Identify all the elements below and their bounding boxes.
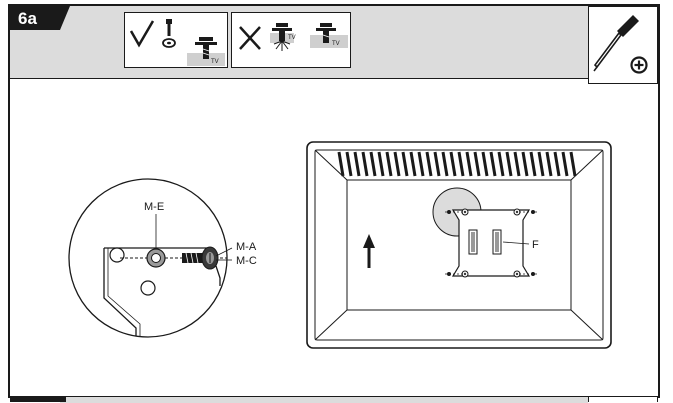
tv-mounted-screw-icon: TV bbox=[187, 37, 225, 66]
incorrect-usage-box: TV TV bbox=[231, 12, 351, 68]
header-divider bbox=[10, 78, 588, 79]
overtightened-screw-icon: TV bbox=[270, 23, 296, 51]
screw-washer-icon bbox=[162, 19, 176, 48]
vesa-bracket-f bbox=[445, 208, 537, 278]
up-arrow-icon bbox=[363, 234, 375, 268]
tool-box bbox=[588, 6, 658, 84]
step-number: 6a bbox=[18, 9, 37, 28]
washer-me bbox=[146, 248, 166, 268]
cross-icon bbox=[239, 26, 261, 50]
incorrect-usage-illustration: TV TV bbox=[239, 23, 348, 51]
next-step-band bbox=[60, 396, 588, 403]
label-ma: M-A bbox=[236, 241, 257, 253]
screwdriver-phillips-icon bbox=[593, 15, 648, 74]
detail-view: M-E M-A M-C bbox=[68, 178, 257, 338]
tv-vents bbox=[337, 151, 577, 177]
label-f: F bbox=[532, 239, 539, 251]
tv-tag: TV bbox=[332, 41, 340, 47]
step-tab bbox=[10, 6, 70, 30]
label-me: M-E bbox=[144, 201, 164, 213]
tv-tag: TV bbox=[288, 35, 296, 41]
next-step-tool-box bbox=[588, 396, 658, 402]
loose-screw-icon: TV bbox=[310, 23, 348, 48]
correct-usage-illustration: TV bbox=[129, 19, 225, 66]
checkmark-icon bbox=[129, 20, 155, 48]
tv-rear-view: F bbox=[306, 141, 612, 349]
next-step-tab bbox=[10, 396, 66, 402]
tv-tag: TV bbox=[211, 59, 219, 65]
screw-ma-mc bbox=[182, 246, 219, 270]
label-mc: M-C bbox=[236, 255, 257, 267]
correct-usage-box: TV bbox=[124, 12, 228, 68]
